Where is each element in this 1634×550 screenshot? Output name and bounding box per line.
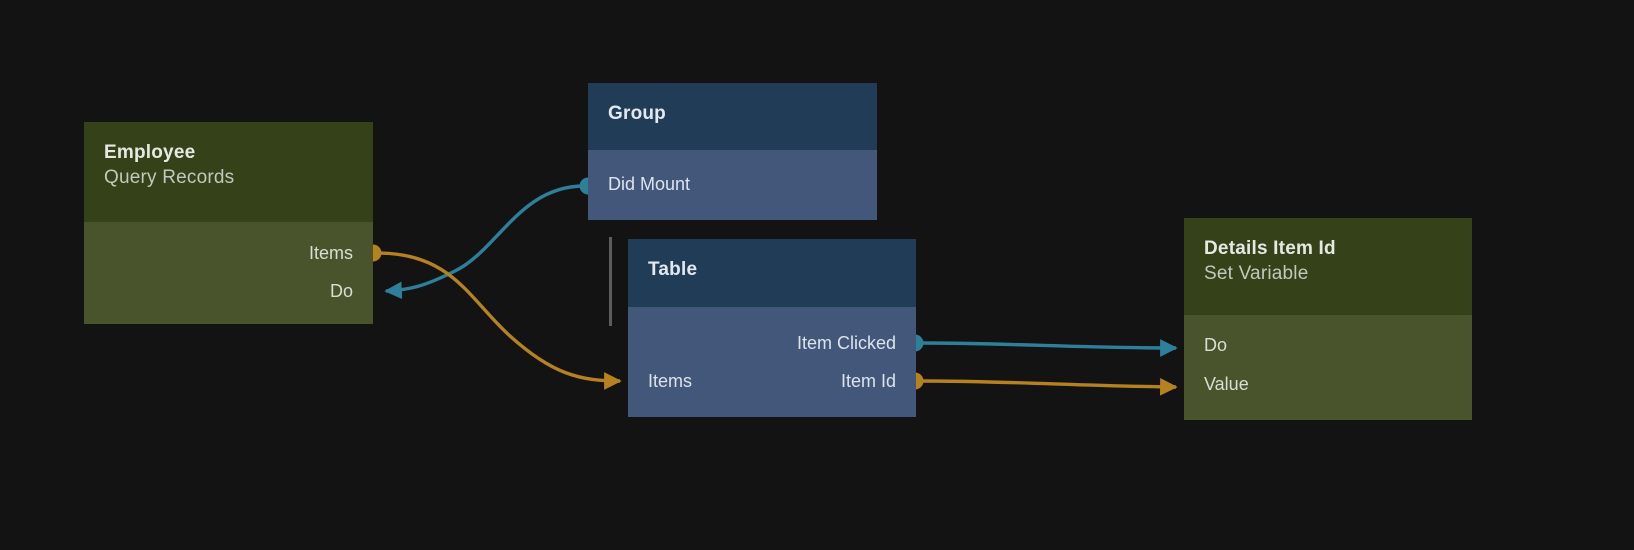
node-employee-subtitle: Query Records — [104, 167, 235, 188]
port-label-table-items: Items — [648, 371, 693, 391]
node-details-item-id-title: Details Item Id — [1204, 238, 1336, 259]
node-details-item-id[interactable]: Details Item Id Set Variable Do Value — [1184, 218, 1472, 420]
node-table-body: Item Clicked Items Item Id — [628, 307, 916, 417]
edge-employee-items-to-table-items — [377, 251, 622, 390]
node-group-title: Group — [608, 103, 666, 124]
node-employee-body: Items Do — [84, 222, 373, 324]
edge-table-itemid-to-details-value — [919, 377, 1178, 396]
port-row-table-items[interactable]: Items Item Id — [628, 369, 916, 393]
port-label-details-value: Value — [1204, 374, 1249, 394]
node-table[interactable]: Table Item Clicked Items Item Id — [628, 239, 916, 417]
node-employee-header: Employee Query Records — [84, 122, 373, 222]
node-details-item-id-body: Do Value — [1184, 315, 1472, 420]
node-group-header: Group — [588, 83, 877, 150]
node-employee[interactable]: Employee Query Records Items Do — [84, 122, 373, 324]
edge-group-didmount-to-employee-do — [384, 184, 585, 300]
node-details-item-id-header: Details Item Id Set Variable — [1184, 218, 1472, 315]
node-details-item-id-subtitle: Set Variable — [1204, 263, 1309, 284]
node-table-title: Table — [648, 259, 698, 280]
port-row-details-do[interactable]: Do — [1184, 333, 1472, 357]
port-row-employee-items[interactable]: Items — [84, 241, 373, 265]
port-label-table-item-id: Item Id — [840, 371, 896, 391]
port-label-table-item-clicked: Item Clicked — [796, 333, 896, 353]
node-table-header: Table — [628, 239, 916, 307]
edge-table-itemclicked-to-details-do — [919, 339, 1178, 357]
port-row-table-item-clicked[interactable]: Item Clicked — [628, 331, 916, 355]
port-row-group-did-mount[interactable]: Did Mount — [588, 172, 877, 196]
port-label-employee-items: Items — [308, 243, 353, 263]
port-label-group-did-mount: Did Mount — [608, 174, 691, 194]
node-employee-title: Employee — [104, 142, 196, 163]
port-label-employee-do: Do — [329, 281, 353, 301]
node-group[interactable]: Group Did Mount — [588, 83, 877, 220]
node-group-body: Did Mount — [588, 150, 877, 220]
port-row-employee-do[interactable]: Do — [84, 279, 373, 303]
group-children-bracket — [609, 237, 612, 326]
port-row-details-value[interactable]: Value — [1184, 372, 1472, 396]
port-label-details-do: Do — [1204, 335, 1228, 355]
